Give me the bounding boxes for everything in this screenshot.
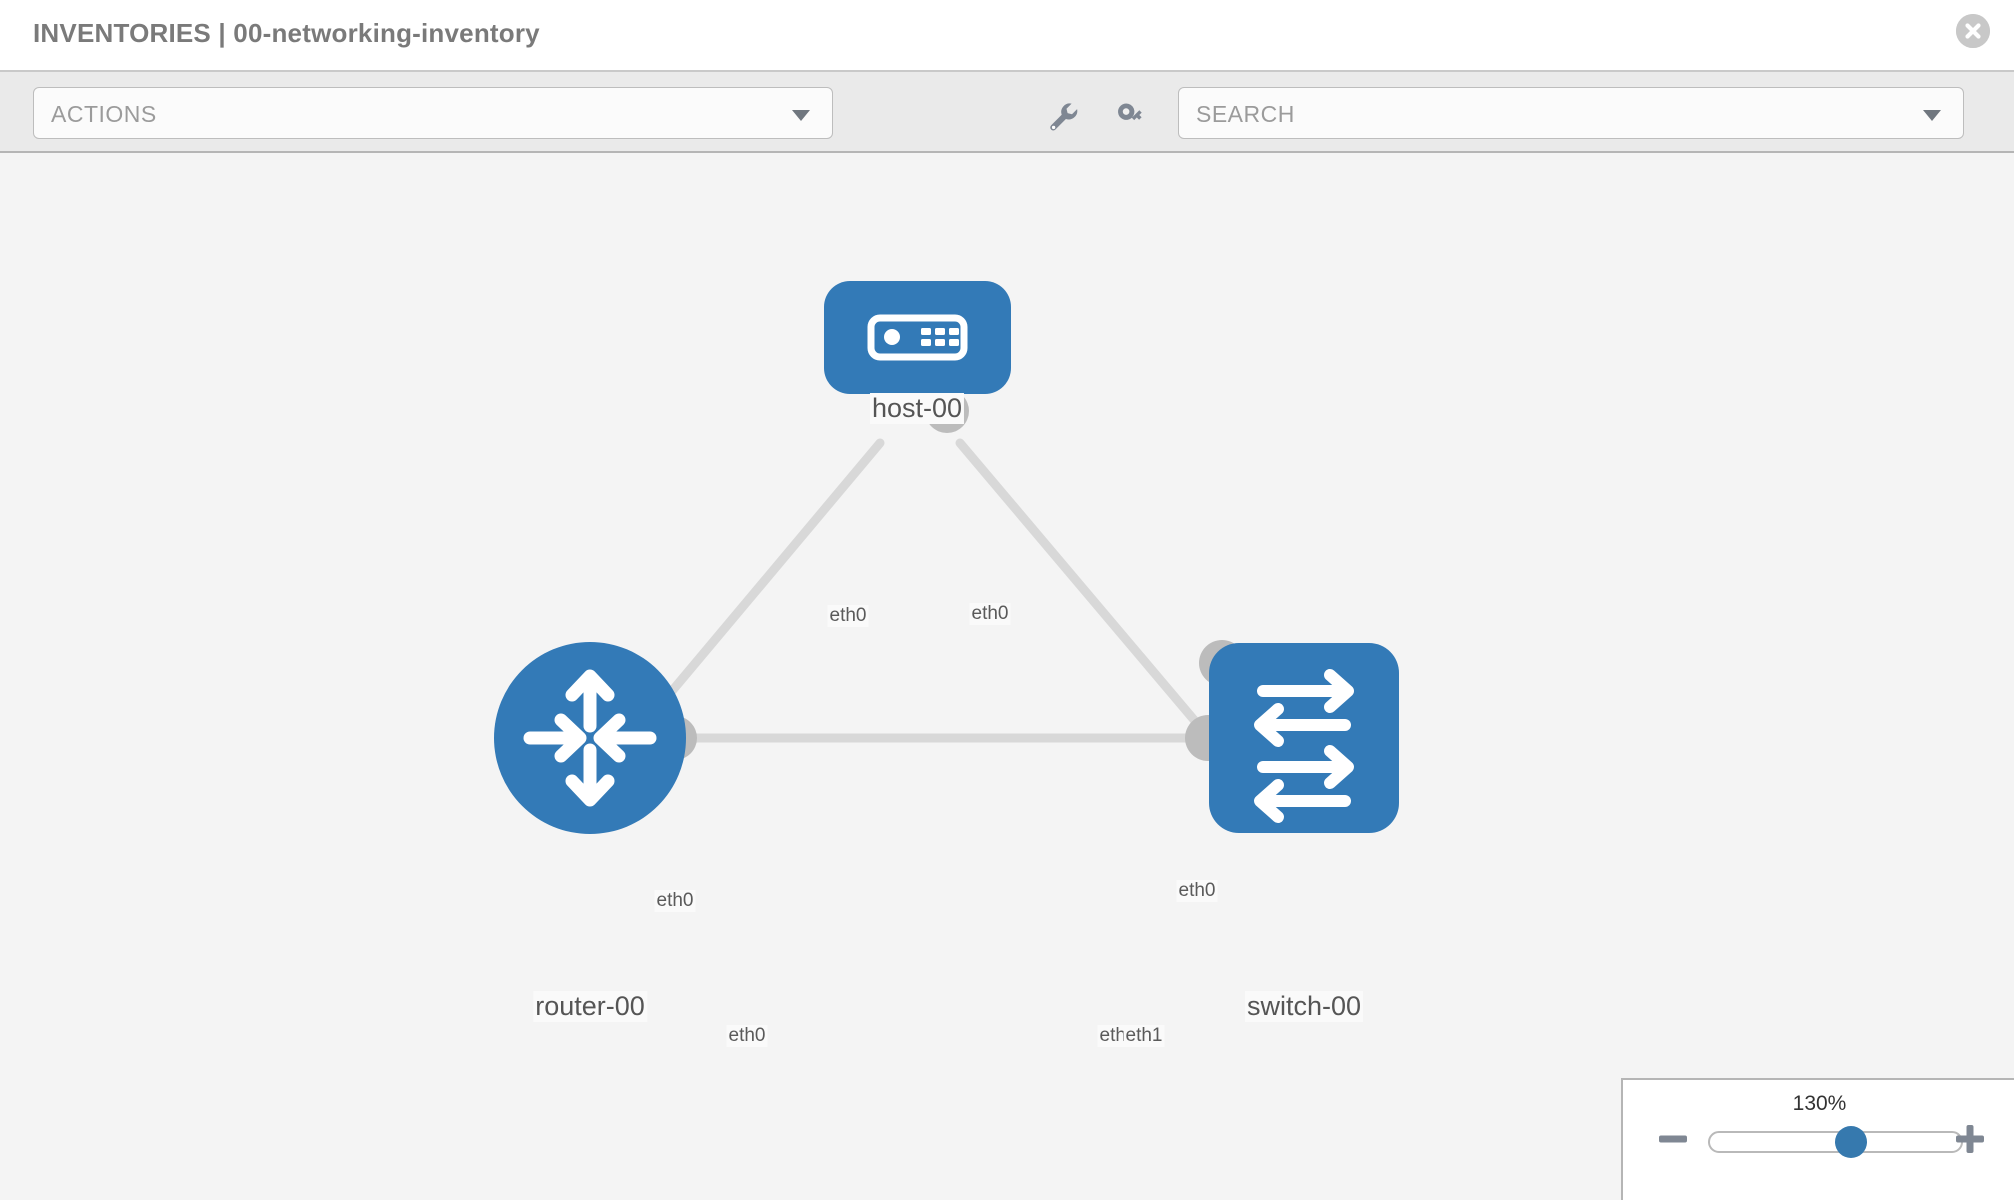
topology-graph [494,281,1399,834]
node-host-00 [824,281,1011,394]
zoom-level-value: 130% [1792,1092,1847,1115]
page-title: INVENTORIES | 00-networking-inventory [33,18,540,48]
plus-icon[interactable] [1953,1122,1987,1156]
iface-label-router00-right: eth0 [726,1025,768,1047]
iface-label-host00-left: eth0 [827,605,869,627]
zoom-control-panel: 130% [1621,1078,2014,1200]
chevron-down-icon [792,110,810,121]
toolbar: ACTIONS SEARCH [0,70,2014,153]
edge-group [615,438,1227,758]
connector-group [653,389,1245,761]
server-icon [867,314,968,361]
node-label-host-00: host-00 [869,393,965,424]
router-arrows-icon [523,669,657,807]
actions-dropdown-label: ACTIONS [51,101,157,127]
edge-host00-switch00 [955,438,1227,758]
key-icon[interactable] [1113,98,1149,134]
close-icon[interactable] [1956,14,1990,48]
page-header: INVENTORIES | 00-networking-inventory [0,0,2014,70]
switch-arrows-icon [1254,669,1354,823]
node-switch-00 [1209,643,1399,833]
search-input[interactable]: SEARCH [1178,87,1964,139]
topology-canvas[interactable]: host-00 router-00 switch-00 eth0 eth0 et… [0,153,2014,1200]
iface-label-switch00-left-eth1: eth1 [1123,1025,1165,1047]
wrench-icon[interactable] [1045,98,1081,134]
iface-label-host00-right: eth0 [969,603,1011,625]
iface-label-router00-up: eth0 [654,890,696,912]
iface-label-switch00-up: eth0 [1176,880,1218,902]
node-label-switch-00: switch-00 [1244,991,1364,1022]
zoom-slider-thumb[interactable] [1835,1126,1867,1158]
node-router-00 [494,642,686,834]
minus-icon[interactable] [1656,1122,1690,1156]
node-label-router-00: router-00 [533,991,647,1022]
chevron-down-icon [1923,110,1941,121]
actions-dropdown[interactable]: ACTIONS [33,87,833,139]
search-placeholder: SEARCH [1196,101,1295,127]
